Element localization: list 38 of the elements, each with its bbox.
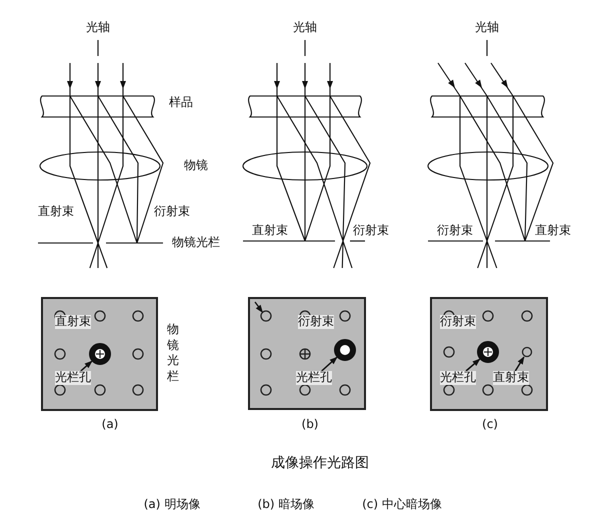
panel-label: (b) (302, 418, 318, 432)
leader-arrow (514, 356, 524, 372)
specimen-label: 样品 (169, 96, 193, 110)
beam-label: 衍射束 (440, 315, 476, 329)
beam-label: 直射束 (38, 205, 74, 219)
beam-label: 衍射束 (298, 315, 334, 329)
aperture-hole (89, 343, 111, 365)
aperture-plate-panel (430, 297, 548, 411)
aperture-label: 光栏孔 (440, 371, 476, 385)
aperture-label: 物镜光栏 (172, 236, 220, 250)
beam-label: 直射束 (252, 224, 288, 238)
leader-arrow (466, 358, 480, 372)
beam-label: 衍射束 (154, 205, 190, 219)
axis-label: 光轴 (86, 21, 110, 35)
panel-caption: (a) 明场像 (144, 498, 200, 512)
lens-label: 物镜 (184, 159, 208, 173)
panel-caption: (c) 中心暗场像 (362, 498, 442, 512)
aperture-plate-panel (248, 297, 366, 410)
beam-label: 衍射束 (437, 224, 473, 238)
axis-label: 光轴 (475, 21, 499, 35)
aperture-hole (334, 339, 356, 361)
figure-caption: 成像操作光路图 (271, 454, 369, 472)
aperture-hole (477, 341, 499, 363)
aperture-label: 物镜光栏 (167, 322, 179, 384)
leader-arrow (321, 356, 338, 372)
leader-arrow (80, 360, 92, 372)
aperture-label: 光栏孔 (296, 371, 332, 385)
panel-label: (a) (102, 418, 118, 432)
beam-label: 衍射束 (353, 224, 389, 238)
beam-label: 直射束 (493, 371, 529, 385)
panel-caption: (b) 暗场像 (258, 498, 314, 512)
aperture-label: 光栏孔 (55, 371, 91, 385)
beam-label: 直射束 (55, 315, 91, 329)
diffraction-spot (521, 346, 533, 358)
aperture-plate-panel (41, 297, 158, 411)
panel-label: (c) (482, 418, 498, 432)
beam-label: 直射束 (535, 224, 571, 238)
axis-label: 光轴 (293, 21, 317, 35)
